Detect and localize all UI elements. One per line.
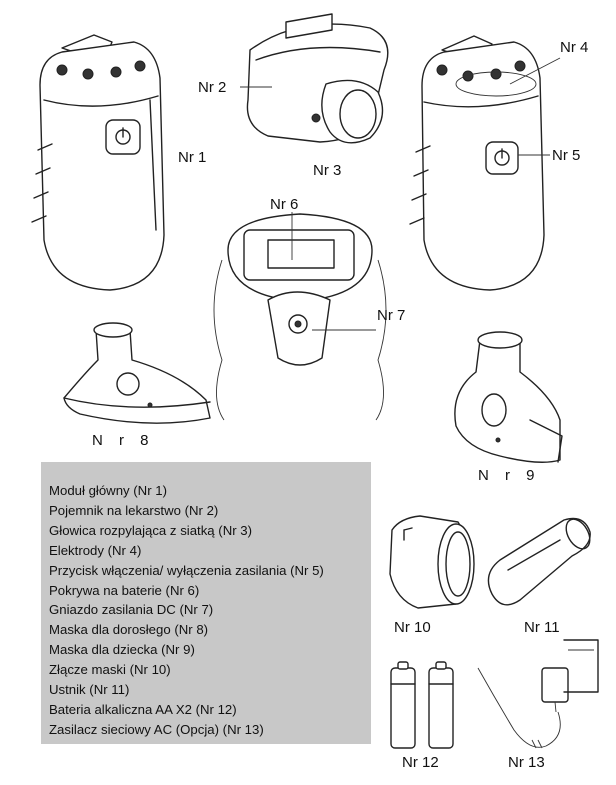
label-nr6: Nr 6 (270, 196, 299, 213)
battery-cover-illustration (213, 212, 387, 421)
parts-list: Moduł główny (Nr 1) Pojemnik na lekarstw… (41, 462, 371, 740)
label-nr8: N r 8 (92, 432, 155, 449)
legend-item: Elektrody (Nr 4) (49, 542, 142, 558)
legend-item: Pokrywa na baterie (Nr 6) (49, 582, 200, 598)
medicine-container-illustration (240, 13, 389, 144)
adult-mask-illustration (63, 322, 211, 424)
legend-item: Bateria alkaliczna AA X2 (Nr 12) (49, 701, 237, 717)
label-nr2: Nr 2 (198, 79, 227, 96)
label-nr9: N r 9 (478, 467, 541, 484)
label-nr1: Nr 1 (178, 149, 207, 166)
legend-item: Moduł główny (Nr 1) (49, 483, 167, 498)
legend-item: Przycisk włączenia/ wyłączenia zasilania… (49, 562, 324, 578)
label-nr5: Nr 5 (552, 147, 581, 164)
label-nr12: Nr 12 (402, 754, 439, 771)
mask-connector-illustration (389, 515, 475, 609)
label-nr11: Nr 11 (524, 619, 560, 636)
label-nr10: Nr 10 (394, 619, 431, 636)
parts-legend: Moduł główny (Nr 1) Pojemnik na lekarstw… (41, 462, 371, 744)
legend-item: Głowica rozpylająca z siatką (Nr 3) (49, 522, 253, 538)
legend-item: Pojemnik na lekarstwo (Nr 2) (49, 502, 219, 518)
legend-item: Ustnik (Nr 11) (49, 682, 130, 698)
main-unit-right-illustration (409, 35, 561, 291)
main-unit-illustration (31, 34, 165, 291)
legend-item: Zasilacz sieciowy AC (Opcja) (Nr 13) (49, 721, 264, 737)
ac-adapter-illustration (477, 639, 599, 749)
mouthpiece-illustration (487, 517, 591, 606)
legend-item: Gniazdo zasilania DC (Nr 7) (49, 602, 214, 618)
label-nr3: Nr 3 (313, 162, 342, 179)
legend-item: Maska dla dziecka (Nr 9) (49, 642, 195, 658)
legend-item: Maska dla dorosłego (Nr 8) (49, 622, 209, 638)
label-nr13: Nr 13 (508, 754, 545, 771)
label-nr7: Nr 7 (377, 307, 406, 324)
legend-item: Złącze maski (Nr 10) (49, 662, 171, 678)
label-nr4: Nr 4 (560, 39, 589, 56)
batteries-illustration (390, 661, 454, 749)
child-mask-illustration (454, 331, 563, 463)
